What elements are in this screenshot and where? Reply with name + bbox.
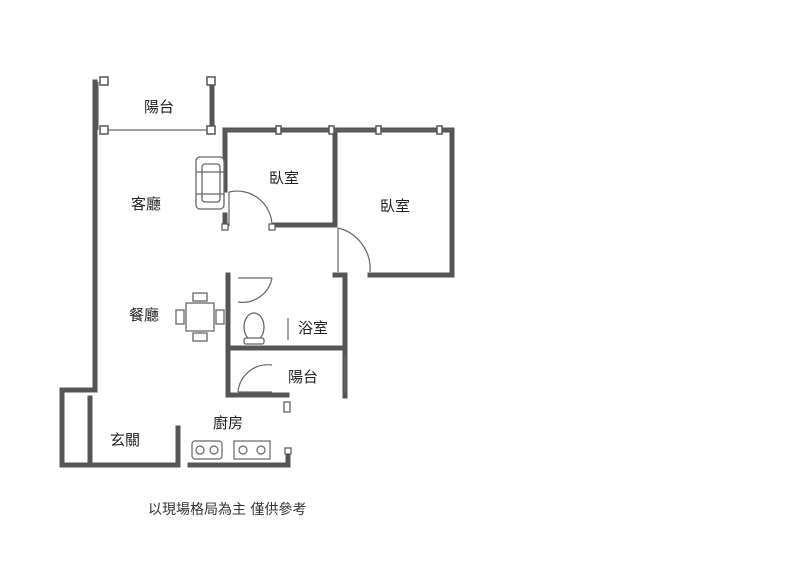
window-lines (97, 82, 452, 392)
walls (59, 79, 455, 468)
room-label-entrance: 玄關 (110, 431, 141, 449)
room-label-living-room: 客廳 (131, 195, 162, 213)
room-label-balcony-top: 陽台 (144, 98, 175, 116)
toilet-icon (243, 312, 265, 345)
disclaimer-note: 以現場格局為主 僅供參考 (148, 502, 307, 518)
door-stops (221, 223, 292, 455)
window-posts (99, 76, 443, 135)
room-label-kitchen: 廚房 (213, 414, 244, 432)
sofa-icon (195, 156, 225, 210)
dining-table-icon (175, 292, 225, 342)
room-label-bedroom-2: 臥室 (380, 197, 411, 215)
doors (228, 190, 371, 393)
room-label-balcony-back: 陽台 (288, 368, 319, 386)
room-label-bedroom-1: 臥室 (269, 169, 300, 187)
kitchen-fixtures (191, 440, 271, 460)
room-label-dining-room: 餐廳 (129, 306, 160, 324)
room-label-bathroom: 浴室 (298, 319, 329, 337)
